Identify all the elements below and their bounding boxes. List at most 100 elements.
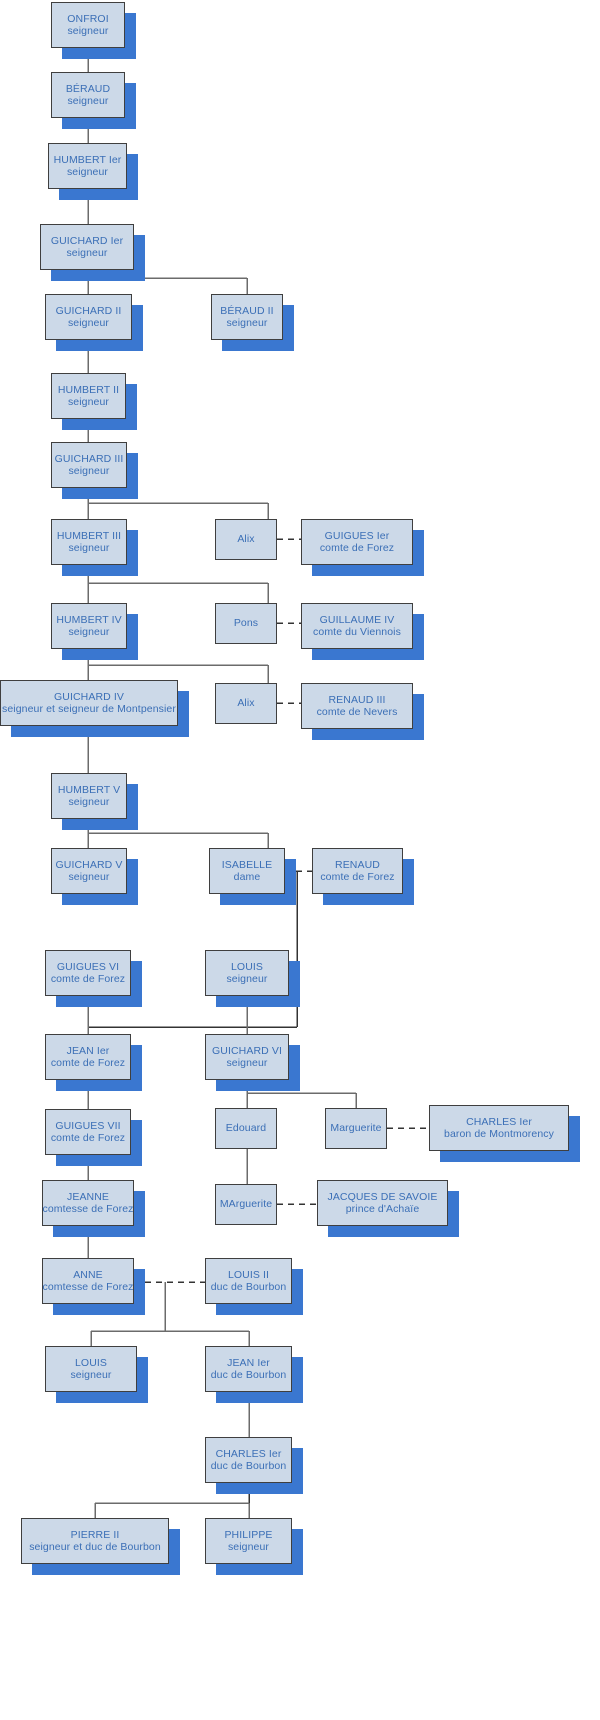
person-title: comte de Forez — [320, 871, 395, 883]
person-name: GUICHARD III — [54, 452, 124, 465]
person-name: Edouard — [225, 1122, 267, 1135]
person-title: prince d'Achaïe — [345, 1203, 420, 1215]
person-name: HUMBERT Ier — [53, 153, 122, 166]
person-title: dame — [233, 871, 261, 883]
person-title: comte de Forez — [50, 1057, 126, 1069]
person-name: Alix — [237, 697, 255, 710]
person-title: seigneur — [68, 871, 110, 883]
person-title: baron de Montmorency — [444, 1128, 554, 1140]
person-node-alix2[interactable]: Alix — [215, 683, 277, 724]
person-name: ONFROI — [67, 12, 109, 25]
person-title: duc de Bourbon — [210, 1369, 287, 1381]
person-name: HUMBERT III — [56, 529, 122, 542]
person-title: comte de Nevers — [316, 706, 398, 718]
person-name: BÉRAUD — [65, 82, 111, 95]
person-title: seigneur — [68, 626, 110, 638]
person-name: GUIGUES VI — [56, 960, 120, 973]
person-name: LOUIS — [74, 1356, 107, 1369]
person-name: PHILIPPE — [224, 1528, 273, 1541]
person-node-alix1[interactable]: Alix — [215, 519, 277, 560]
person-title: seigneur — [66, 247, 108, 259]
person-title: comte de Forez — [50, 973, 126, 985]
person-title: seigneur — [67, 317, 110, 329]
person-title: comtesse de Forez — [42, 1203, 134, 1215]
person-name: MArguerite — [219, 1198, 273, 1211]
person-name: CHARLES Ier — [466, 1115, 532, 1128]
person-title: comte du Viennois — [313, 626, 401, 638]
person-title: seigneur — [66, 166, 109, 178]
person-title: seigneur — [70, 1369, 112, 1381]
person-name: HUMBERT IV — [56, 613, 122, 626]
person-title: comtesse de Forez — [42, 1281, 134, 1293]
person-name: RENAUD — [335, 858, 380, 871]
person-title: seigneur — [67, 396, 110, 408]
person-title: seigneur — [68, 465, 110, 477]
person-node-marguerite1[interactable]: Marguerite — [325, 1108, 387, 1149]
person-title: seigneur — [67, 25, 109, 37]
person-name: PIERRE II — [70, 1528, 120, 1541]
person-name: JEANNE — [66, 1190, 110, 1203]
person-name: BÉRAUD II — [220, 304, 274, 317]
person-name: RENAUD III — [328, 693, 386, 706]
person-name: LOUIS — [230, 960, 263, 973]
person-title: seigneur — [226, 317, 268, 329]
person-title: seigneur et seigneur de Montpensier — [2, 703, 176, 715]
person-title: duc de Bourbon — [210, 1460, 287, 1472]
person-title: seigneur — [226, 973, 268, 985]
person-name: HUMBERT V — [57, 783, 121, 796]
person-name: GUICHARD II — [55, 304, 122, 317]
person-node-edouard[interactable]: Edouard — [215, 1108, 277, 1149]
person-name: GUICHARD Ier — [50, 234, 124, 247]
person-name: JEAN Ier — [66, 1044, 110, 1057]
person-name: GUICHARD V — [55, 858, 123, 871]
person-name: GUICHARD VI — [212, 1044, 282, 1057]
person-name: HUMBERT II — [57, 383, 120, 396]
person-title: comte de Forez — [319, 542, 395, 554]
person-title: duc de Bourbon — [210, 1281, 287, 1293]
person-name: ISABELLE — [221, 858, 273, 871]
person-title: seigneur — [68, 542, 110, 554]
person-title: seigneur et duc de Bourbon — [29, 1541, 161, 1553]
person-name: Marguerite — [330, 1122, 382, 1135]
person-node-marguerite2[interactable]: MArguerite — [215, 1184, 277, 1225]
person-node-pons[interactable]: Pons — [215, 603, 277, 644]
person-title: seigneur — [227, 1541, 270, 1553]
person-title: comte de Forez — [50, 1132, 126, 1144]
person-name: JEAN Ier — [227, 1356, 270, 1369]
person-title: seigneur — [67, 95, 109, 107]
